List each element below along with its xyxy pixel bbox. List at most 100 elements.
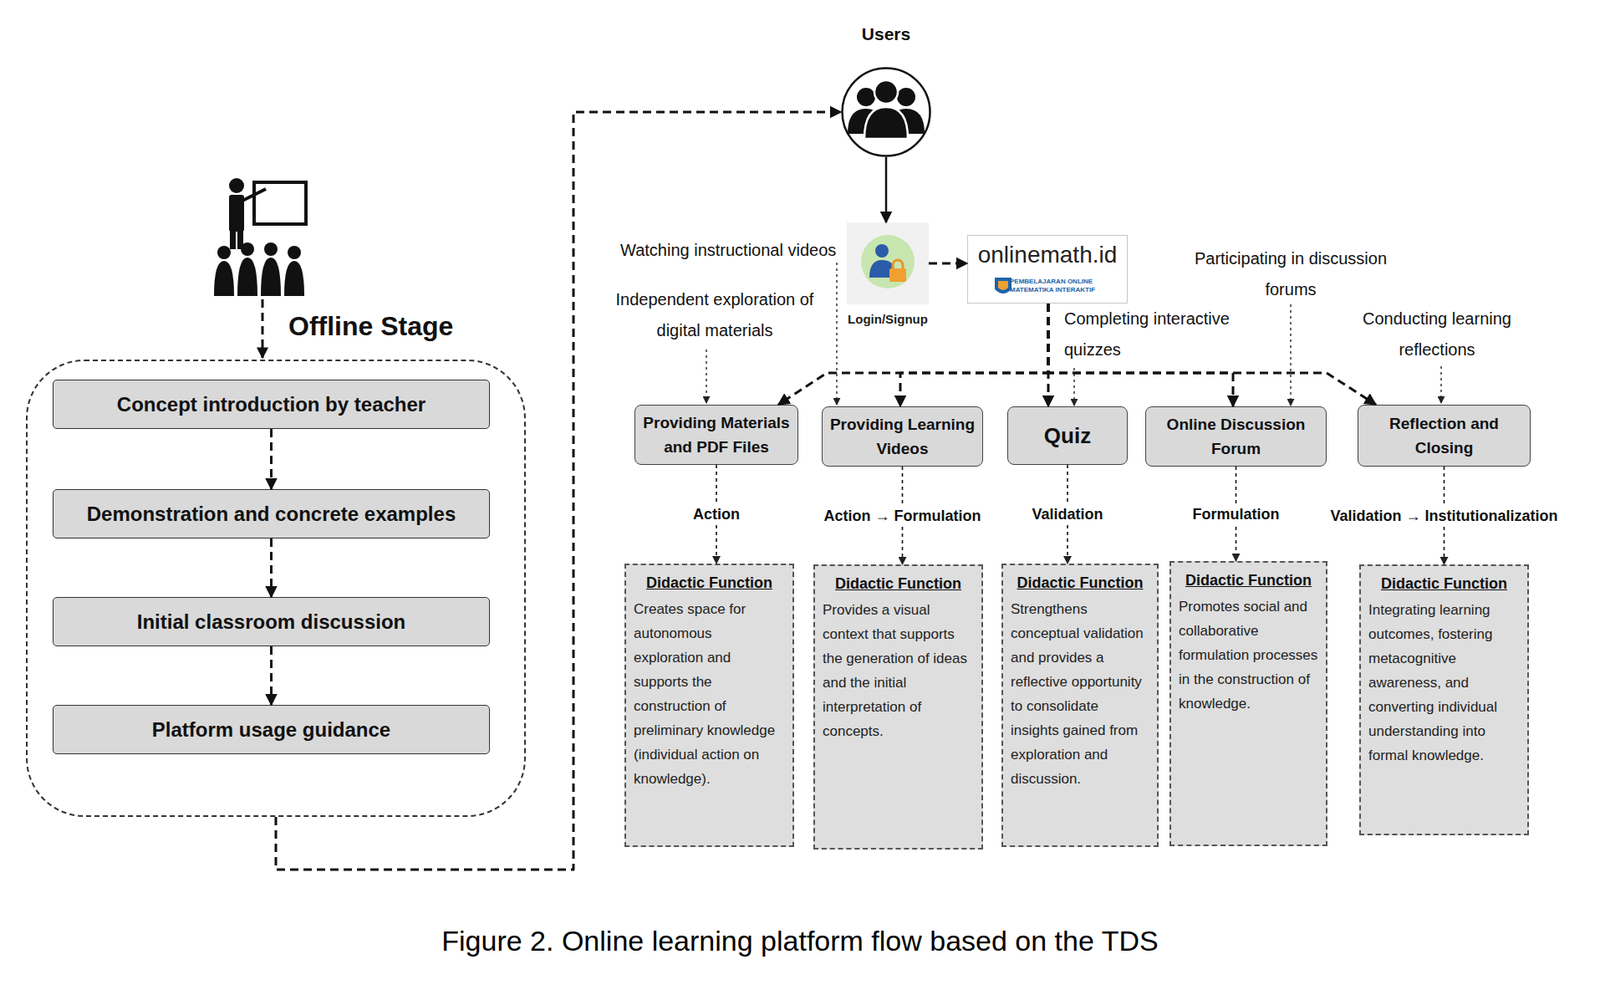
circle-outline	[840, 66, 932, 158]
leader-arrow	[1073, 367, 1076, 406]
person-body	[214, 260, 235, 296]
edge-label: Action → Formulation	[820, 504, 985, 526]
platform-logo	[994, 277, 1012, 294]
annotation-text: Watching instructional videos	[620, 234, 880, 265]
node-title: Platform usage guidance	[152, 718, 391, 742]
person-body	[847, 108, 885, 134]
edge-label: Formulation	[1189, 503, 1284, 525]
didactic-box: Didactic FunctionProvides a visual conte…	[813, 564, 984, 850]
leader-arrow	[1440, 366, 1443, 403]
leader-arrow	[261, 299, 265, 358]
node-title: Providing Materials and PDF Files	[640, 410, 793, 459]
node-title: Users	[840, 23, 932, 46]
flow-connector	[270, 646, 273, 705]
flow-connector	[1048, 303, 1376, 405]
person-body	[237, 257, 258, 296]
person-head	[856, 87, 876, 107]
process-box: Initial classroom discussion	[52, 596, 490, 647]
node-title: Initial classroom discussion	[137, 610, 406, 634]
person-leg	[229, 230, 236, 250]
didactic-box: Didactic FunctionCreates space for auton…	[624, 563, 795, 847]
pointer-arm	[242, 188, 266, 201]
node-title: Didactic Function	[1010, 571, 1150, 594]
login-icon	[861, 234, 915, 289]
person-body	[869, 259, 895, 278]
node-title: Offline Stage	[288, 310, 454, 342]
annotation-text: Independent exploration of digital mater…	[614, 284, 816, 347]
node-title: Login/Signup	[830, 310, 946, 328]
person-head	[217, 245, 231, 260]
person-body	[260, 257, 281, 296]
logo-shield	[994, 277, 1012, 294]
person-head	[875, 244, 889, 258]
process-box: Platform usage guidance	[52, 704, 490, 755]
stage-container: Offline StageConcept introduction by tea…	[25, 359, 526, 817]
flow-connector	[885, 157, 888, 223]
node-title: Didactic Function	[1368, 572, 1520, 595]
person-head	[896, 87, 916, 107]
flow-connector	[270, 538, 273, 597]
edge-label: Validation → Institutionalization	[1326, 504, 1561, 526]
node-body: Promotes social and collaborative formul…	[1178, 594, 1319, 716]
leader-arrow	[835, 262, 838, 405]
lock-body	[889, 268, 907, 282]
flow-connector	[275, 112, 841, 870]
node-title: onlinemath.id	[968, 240, 1127, 270]
feature-box: Online Discussion Forum	[1145, 406, 1327, 467]
node-title: Online Discussion Forum	[1151, 412, 1321, 461]
feature-box: Providing Learning Videos	[821, 406, 984, 467]
node-body: Provides a visual context that supports …	[822, 597, 974, 744]
didactic-box: Didactic FunctionPromotes social and col…	[1169, 560, 1328, 846]
annotation-text: Participating in discussion forums	[1182, 243, 1400, 306]
person-head	[264, 242, 278, 256]
users-icon	[847, 80, 925, 139]
node-title: Providing Learning Videos	[827, 412, 978, 461]
person-head	[287, 245, 301, 260]
circle-shape	[842, 68, 931, 157]
feature-box: Quiz	[1007, 406, 1128, 465]
flow-connector	[1047, 303, 1050, 407]
teacher-icon	[214, 178, 306, 296]
person-head	[874, 80, 898, 104]
node-title: Reflection and Closing	[1363, 411, 1525, 460]
login-node: Login/Signup	[846, 222, 929, 305]
node-title: Quiz	[1044, 423, 1091, 449]
edge-label: Validation	[1028, 504, 1106, 525]
platform-box: onlinemath.idPEMBELAJARAN ONLINE MATEMAT…	[967, 234, 1128, 304]
feature-box: Providing Materials and PDF Files	[634, 404, 799, 465]
board-symbol	[254, 182, 306, 225]
person-head	[229, 178, 245, 194]
leader-arrow	[705, 349, 708, 403]
node-title: Didactic Function	[633, 571, 785, 594]
feature-box: Reflection and Closing	[1357, 404, 1531, 467]
edge-label: Action	[689, 504, 744, 525]
person-head	[240, 242, 255, 256]
logo-shield	[998, 280, 1009, 291]
flow-connector	[778, 303, 1049, 405]
leader-arrow	[1289, 304, 1292, 406]
node-body: Integrating learning outcomes, fostering…	[1368, 597, 1520, 768]
flow-connector	[270, 428, 273, 490]
figure-caption: Figure 2. Online learning platform flow …	[0, 924, 1600, 958]
person-body	[284, 260, 305, 296]
users-circle: Users	[840, 66, 932, 158]
process-box: Concept introduction by teacher	[52, 379, 490, 429]
person-body	[864, 107, 908, 139]
lock-shackle	[892, 259, 903, 270]
node-title: Demonstration and concrete examples	[86, 502, 456, 526]
person-body	[887, 108, 925, 134]
node-title: Didactic Function	[822, 572, 974, 595]
person-body	[229, 194, 245, 232]
flow-connector	[900, 303, 1049, 407]
node-body: PEMBELAJARAN ONLINE MATEMATIKA INTERAKTI…	[1009, 277, 1119, 295]
didactic-box: Didactic FunctionIntegrating learning ou…	[1359, 564, 1529, 836]
person-leg	[237, 230, 244, 250]
node-body: Creates space for autonomous exploration…	[633, 596, 785, 791]
node-title: Concept introduction by teacher	[117, 392, 426, 417]
didactic-box: Didactic FunctionStrengthens conceptual …	[1001, 563, 1159, 847]
process-box: Demonstration and concrete examples	[52, 489, 490, 539]
flow-connector	[928, 262, 968, 265]
icon-circle	[861, 234, 915, 289]
